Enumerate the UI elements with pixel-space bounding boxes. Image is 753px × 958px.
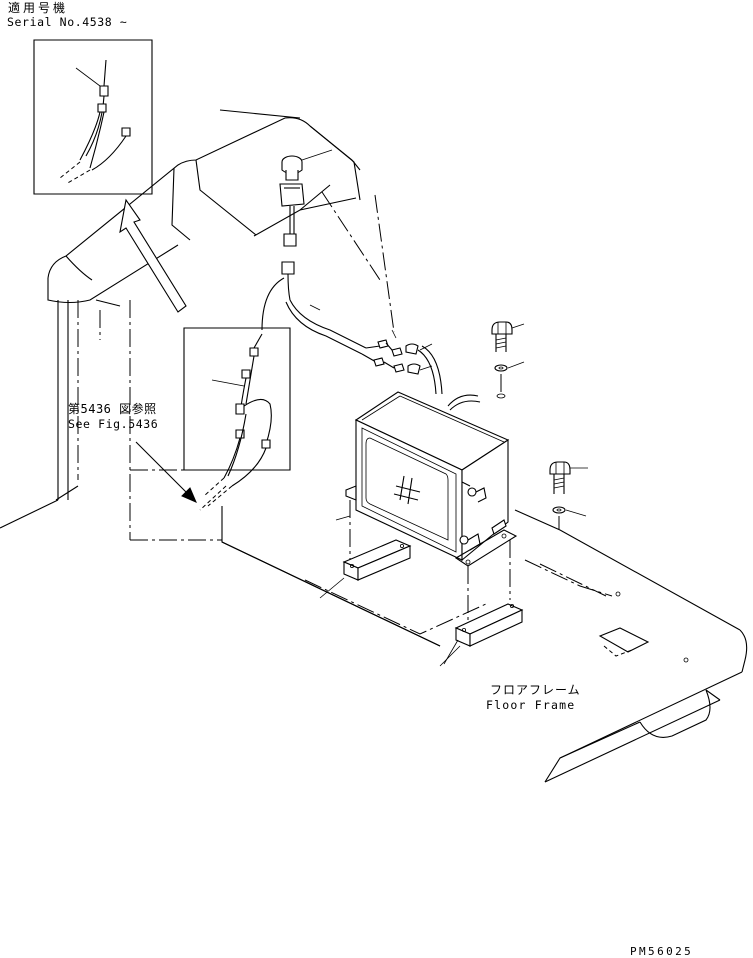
detail-arrow — [120, 200, 186, 312]
switch-harness — [262, 150, 480, 410]
reference-arrow — [136, 442, 196, 502]
serial-label-jp: 適用号機 — [8, 1, 69, 15]
bolts — [492, 322, 588, 530]
spacer-blocks — [320, 516, 522, 664]
floor-frame-label-en: Floor Frame — [486, 698, 576, 712]
floor-frame — [222, 510, 747, 782]
heater-box — [346, 392, 516, 620]
floor-frame-label-jp: フロアフレーム — [490, 683, 581, 697]
figure-reference-jp: 第5436 図参照 — [68, 402, 157, 416]
serial-label-en: Serial No.4538 ~ — [7, 15, 128, 29]
detail-inset-mid — [184, 328, 290, 510]
cab-outline — [0, 110, 440, 646]
figure-reference-en: See Fig.5436 — [68, 417, 159, 431]
detail-inset-top — [34, 40, 152, 194]
drawing-code: PM56025 — [630, 945, 694, 958]
